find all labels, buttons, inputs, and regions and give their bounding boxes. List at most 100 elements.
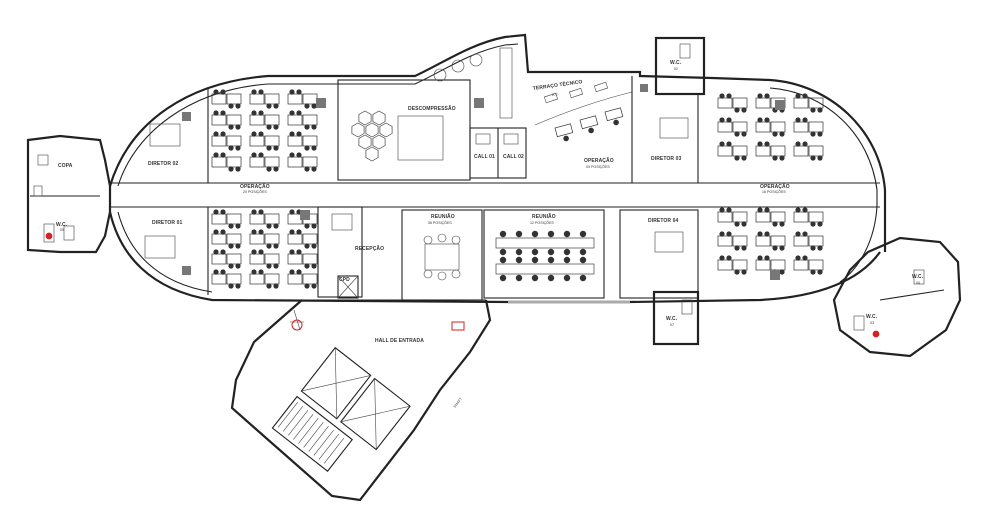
room-label-reuniao-small: REUNIÃO [431,213,455,220]
reuniao-12-walls [483,209,605,299]
chair [228,263,234,269]
chair [228,103,234,109]
desk [287,93,303,105]
desk [226,93,242,105]
chair [228,124,234,130]
workstation-pod [793,141,824,161]
desk [264,233,280,245]
chair [423,235,433,245]
desk [211,273,227,285]
chair [772,245,778,251]
terraco-tecnico [534,76,633,183]
workstation-pod [249,229,280,249]
terrace-railing [534,91,633,126]
chair [757,93,763,99]
chair [499,230,507,238]
desk [793,121,809,133]
desk [770,121,786,133]
workstation-pod [287,110,318,130]
chair [213,131,219,137]
chair [726,117,732,123]
chair [515,256,523,264]
chair [296,110,302,116]
room-label-wc-02: W.C. [670,60,682,66]
wc-07-room [652,290,700,346]
chair [451,269,461,279]
chair [266,166,272,172]
desk [226,114,242,126]
chair [213,152,219,158]
desk [732,211,748,223]
chair [563,274,571,282]
chair [228,145,234,151]
chair [795,93,801,99]
chair [304,124,310,130]
workstation-pod [249,249,280,269]
chair [764,255,770,261]
stair-tread [318,433,339,460]
chair [235,263,241,269]
left-annex-walls [26,134,112,254]
workstation-pod [717,117,748,137]
room-label-operacao-left: OPERAÇÃO [240,183,270,190]
diretor-02-room [149,88,209,183]
chair [235,166,241,172]
workstation-pod [793,231,824,251]
desk [211,233,227,245]
desk [604,107,624,122]
chair [802,117,808,123]
chair [741,107,747,113]
workstation-pod [211,229,242,249]
chair [251,152,257,158]
room-capacity-operacao-right: 16 POSIÇÕES [762,189,786,194]
workstation-pod [287,229,318,249]
chair [795,207,801,213]
toilet [853,315,865,331]
chair [273,243,279,249]
chair [719,231,725,237]
chair [802,207,808,213]
room-number-wc-02: 02 [674,67,678,71]
desk [287,273,303,285]
room-capacity-reuniao-large: 12 POSIÇÕES [530,220,554,225]
chair [228,243,234,249]
chair [802,231,808,237]
chair [311,263,317,269]
desk [287,114,303,126]
seat [433,68,447,82]
chair [802,93,808,99]
wc-07-walls [652,290,700,346]
meeting-table-small [424,243,460,271]
stairwell [271,395,353,472]
chair [764,93,770,99]
workstation-pod [249,152,280,172]
chair [741,245,747,251]
desk [808,211,824,223]
desk [249,273,265,285]
chair [531,248,539,256]
chair [795,255,801,261]
cpd-cross [337,275,359,299]
chair [304,263,310,269]
right-annex-walls [832,236,962,358]
chair [289,89,295,95]
chair [563,135,569,142]
chair [235,124,241,130]
chair [289,131,295,137]
chair [220,152,226,158]
hexagon-pouffes [351,110,393,162]
chair [213,249,219,255]
chair [251,229,257,235]
desk [808,97,824,109]
chair [817,245,823,251]
chair [810,107,816,113]
chair [795,117,801,123]
chair [235,283,241,289]
elevator-1 [300,346,372,420]
chair [719,93,725,99]
workstation-pod [717,141,748,161]
room-label-wc-03: W.C. [866,314,878,320]
chair [734,155,740,161]
workstation-pod [793,93,824,113]
